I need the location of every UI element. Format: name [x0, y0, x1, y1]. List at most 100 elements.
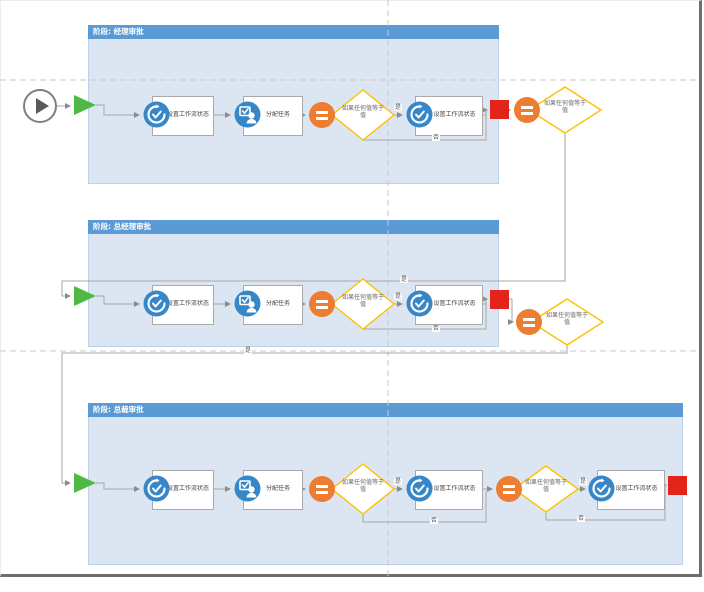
condition-line1: 如果任何值等于 [524, 479, 567, 486]
equals-icon [316, 306, 328, 309]
condition-line2: 值 [359, 486, 366, 493]
condition-text: 如果任何值等于 值 [518, 479, 574, 493]
condition-diamond[interactable] [330, 278, 396, 330]
page-frame [0, 0, 702, 577]
yes-label: 是 [394, 293, 403, 300]
transition-branch-label: 是 [400, 276, 409, 283]
connector [96, 104, 140, 118]
condition-diamonds [330, 86, 605, 515]
status-circle-check-icon [143, 290, 170, 317]
assign-task-label: 分配任务 [265, 111, 290, 118]
yes-label: 是 [394, 104, 403, 111]
no-label: 否 [432, 134, 441, 141]
connector-no [545, 487, 666, 521]
stage-gm-approval[interactable]: 阶段: 总经理审批 [88, 220, 499, 347]
condition-text: 如果任何值等于 值 [539, 312, 595, 326]
condition-line1: 如果任何值等于 [341, 294, 384, 301]
condition-diamond[interactable] [330, 463, 396, 515]
status-circle-check-icon [406, 290, 433, 317]
condition-diamond[interactable] [512, 465, 580, 513]
condition-line1: 如果任何值等于 [543, 100, 586, 107]
set-status-box[interactable] [152, 285, 214, 325]
set-status-label: 设置工作流状态 [166, 300, 209, 307]
set-status-label: 设置工作流状态 [433, 111, 476, 118]
no-label: 否 [430, 517, 439, 524]
connector [96, 482, 140, 492]
stage-entry-triangle[interactable] [74, 286, 96, 306]
no-label: 否 [577, 515, 586, 522]
condition-node[interactable] [496, 476, 522, 502]
play-icon [36, 98, 49, 114]
condition-node[interactable] [309, 476, 335, 502]
condition-line2: 值 [563, 319, 570, 326]
stage-header: 阶段: 经理审批 [88, 25, 499, 39]
equals-icon [503, 485, 515, 488]
condition-line1: 如果任何值等于 [341, 479, 384, 486]
condition-text: 如果任何值等于 值 [335, 294, 391, 308]
task-person-icon [234, 101, 261, 128]
stage-transition [61, 345, 568, 486]
task-person-icon [234, 475, 261, 502]
status-circle-check-icon [406, 101, 433, 128]
condition-diamond[interactable] [529, 298, 605, 346]
condition-line1: 如果任何值等于 [545, 312, 588, 319]
connector [96, 295, 140, 307]
yes-label: 是 [394, 478, 403, 485]
condition-diamond[interactable] [527, 86, 603, 134]
condition-text: 如果任何值等于 值 [335, 479, 391, 493]
stage-header: 阶段: 总裁审批 [88, 403, 683, 417]
status-circle-check-icon [143, 101, 170, 128]
stage-header: 阶段: 总经理审批 [88, 220, 499, 234]
stage-transition [61, 133, 566, 299]
yes-label: 是 [579, 478, 588, 485]
transition-condition-node[interactable] [514, 97, 540, 123]
connectors [57, 103, 667, 523]
condition-node[interactable] [309, 291, 335, 317]
condition-diamond[interactable] [330, 89, 396, 141]
condition-line1: 如果任何值等于 [341, 105, 384, 112]
page-break-guides [0, 0, 700, 576]
condition-line2: 值 [542, 486, 549, 493]
set-status-label: 设置工作流状态 [166, 485, 209, 492]
start-node[interactable] [23, 89, 57, 123]
set-status-label: 设置工作流状态 [166, 111, 209, 118]
equals-icon [316, 491, 328, 494]
transition-condition-node[interactable] [516, 309, 542, 335]
equals-icon [521, 112, 533, 115]
equals-icon [523, 324, 535, 327]
condition-line2: 值 [359, 112, 366, 119]
status-circle-check-icon [588, 475, 615, 502]
stage-title: 阶段: 总经理审批 [93, 222, 152, 231]
condition-node[interactable] [309, 102, 335, 128]
stage-end-square[interactable] [668, 476, 687, 495]
condition-line2: 值 [359, 301, 366, 308]
equals-icon [316, 111, 328, 114]
equals-icon [523, 318, 535, 321]
stage-entry-triangle[interactable] [74, 95, 96, 115]
status-circle-check-icon [143, 475, 170, 502]
set-status-label: 设置工作流状态 [433, 485, 476, 492]
stage-end-square[interactable] [490, 290, 509, 309]
equals-icon [316, 485, 328, 488]
equals-icon [316, 117, 328, 120]
equals-icon [503, 491, 515, 494]
transition-branch-label: 是 [244, 347, 253, 354]
set-status-label: 设置工作流状态 [615, 485, 658, 492]
stage-entry-triangle[interactable] [74, 473, 96, 493]
status-circle-check-icon [406, 475, 433, 502]
condition-line2: 值 [561, 107, 568, 114]
condition-text: 如果任何值等于 值 [537, 100, 593, 114]
no-label: 否 [432, 325, 441, 332]
connector-no [363, 301, 487, 330]
equals-icon [316, 300, 328, 303]
stage-title: 阶段: 总裁审批 [93, 405, 144, 414]
connector-no [363, 112, 487, 141]
stage-end-square[interactable] [490, 100, 509, 119]
task-person-icon [234, 290, 261, 317]
stage-title: 阶段: 经理审批 [93, 27, 144, 36]
equals-icon [521, 106, 533, 109]
assign-task-label: 分配任务 [265, 485, 290, 492]
condition-text: 如果任何值等于 值 [335, 105, 391, 119]
